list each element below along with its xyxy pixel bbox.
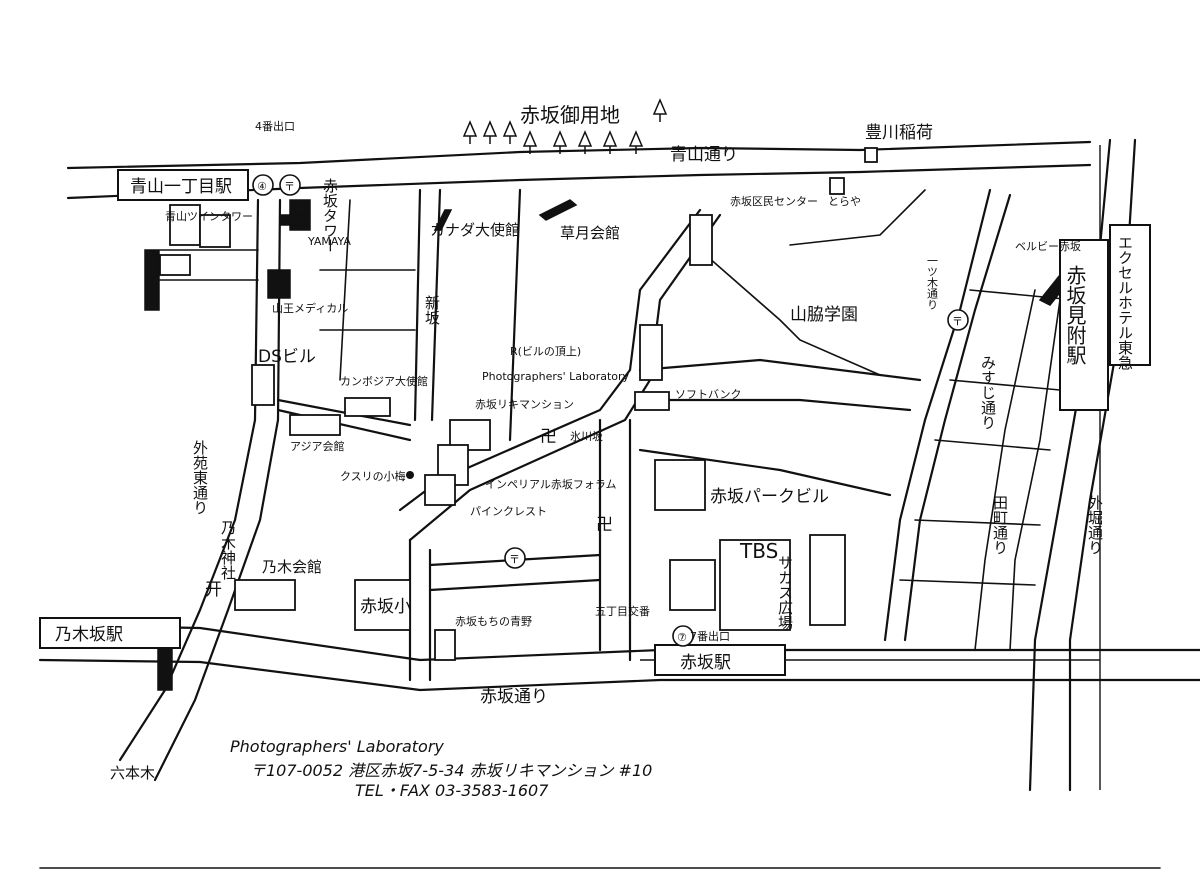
label-sanno-medical: 山王メディカル [272,301,348,315]
label-sokai: 草月会館 [560,224,620,242]
label-ds-building: DSビル [258,347,316,367]
akasaka-dori-south-edge [38,658,1200,692]
map-symbols: ④ 〒 〒 〒 ⑦ 开 卍 卍 [205,174,969,647]
akasaka-mitsuke-station-box [1059,239,1109,411]
garden-trees [462,98,668,154]
label-excel-hotel: エクセルホテル東急 [1116,235,1134,370]
label-sacas: サカス広場 [776,555,794,630]
label-nogi-kaikan: 乃木会館 [262,558,322,576]
label-akasaka-dori: 赤坂通り [480,687,548,707]
address-line2: TEL・FAX 03-3583-1607 [355,781,549,800]
label-tbs: TBS [739,539,778,563]
label-canada: カナダ大使館 [430,221,520,239]
label-pine-crest: パインクレスト [470,505,547,518]
akasaka-station-box [654,644,786,676]
label-cambodia: カンボジア大使館 [340,374,428,388]
label-aoyama-dori: 青山通り [670,145,738,165]
exit-4-number: ④ [257,180,267,193]
gaien-higashi-dori-east [153,198,282,782]
label-akasaka-station: 赤坂駅 [680,653,731,673]
label-bellevie: ベルビー赤坂 [1015,240,1081,253]
post-office-marker-3 [504,547,526,569]
excel-hotel-box [1109,224,1151,366]
label-akasaka-mochi: 赤坂もちの青野 [455,615,532,628]
label-riki: 赤坂リキマンション [475,398,574,411]
label-yamaya: YAMAYA [307,235,351,248]
label-photographers-lab: Photographers' Laboratory [482,370,630,383]
label-sanno-gakuen: 山脇学園 [790,305,858,325]
exit-4-marker [252,174,274,196]
labels: 赤坂御用地 豊川稲荷 青山通り 青山一丁目駅 4番出口 青山ツインタワー 赤坂タ… [55,103,1134,782]
aoyama-itchome-station-box [117,169,249,201]
label-misuji: みすじ通り [979,355,997,430]
address-block: Photographers' Laboratory 〒107-0052 港区赤坂… [230,737,652,800]
label-exit7: 7番出口 [690,629,730,643]
address-line1: 〒107-0052 港区赤坂7-5-34 赤坂リキマンション #10 [250,761,652,780]
label-mitsuke: 赤坂見附駅 [1063,265,1087,366]
post-office-symbol-2: 〒 [952,315,963,328]
nogizaka-station-box [39,617,181,649]
exit-7-marker [672,625,694,647]
label-aoyama-itchome: 青山一丁目駅 [130,177,232,197]
label-hitotsugi: 一ツ木通り [926,255,939,310]
temple-icon-1: 卍 [540,427,557,447]
label-aoyama-twin: 青山ツインタワー [165,210,253,223]
hitotsugi-dori-2 [903,193,1012,642]
label-softbank: ソフトバンク [675,388,742,401]
label-akasaka-tower: 赤坂タワー [321,178,339,253]
label-kusuri: クスリの小梅 [340,469,406,483]
label-toraya: とらや [828,195,861,208]
label-imperial: インペリアル赤坂フォラム [485,478,617,491]
label-gaien-higashi: 外苑東通り [191,440,209,515]
label-akasaka-center: 赤坂区民センター [730,195,818,208]
post-office-symbol-1: 〒 [284,180,295,193]
exit-7-number: ⑦ [677,631,687,644]
label-shinsaka: 新坂 [423,295,441,325]
label-gochome-koban: 五丁目交番 [595,604,650,618]
label-hikawa: 氷川坂 [570,430,603,443]
tamachi-dori [1009,299,1061,651]
stations [39,169,1151,676]
gaien-higashi-dori-west [118,198,260,762]
post-office-symbol-3: 〒 [509,553,520,566]
misuji-dori [974,289,1036,651]
hitotsugi-dori [883,188,992,642]
label-sotobori: 外堀通り [1086,495,1104,555]
address-name: Photographers' Laboratory [230,737,444,756]
label-asia-kaikan: アジア会館 [290,439,345,453]
label-akasaka-sho: 赤坂小 [360,597,411,617]
buildings [144,147,1092,691]
kusuri-marker [406,471,414,479]
akasaka-dori-north-edge [38,623,1200,662]
post-office-marker-1 [279,174,301,196]
label-exit4: 4番出口 [255,119,295,133]
post-office-marker-2 [947,309,969,331]
label-nogi-jinja: 乃木神社 [219,520,237,580]
label-tamachi: 田町通り [991,495,1009,555]
label-roppongi: 六本木 [110,764,155,782]
label-toyokawa: 豊川稲荷 [865,123,933,143]
label-nogizaka: 乃木坂駅 [55,625,123,645]
temple-icon-2: 卍 [596,515,613,535]
shrine-icon: 开 [205,580,222,600]
label-park-bldg: 赤坂パークビル [710,487,829,507]
label-building-r: R(ビルの頂上) [510,345,581,358]
label-gardens: 赤坂御用地 [520,103,620,127]
